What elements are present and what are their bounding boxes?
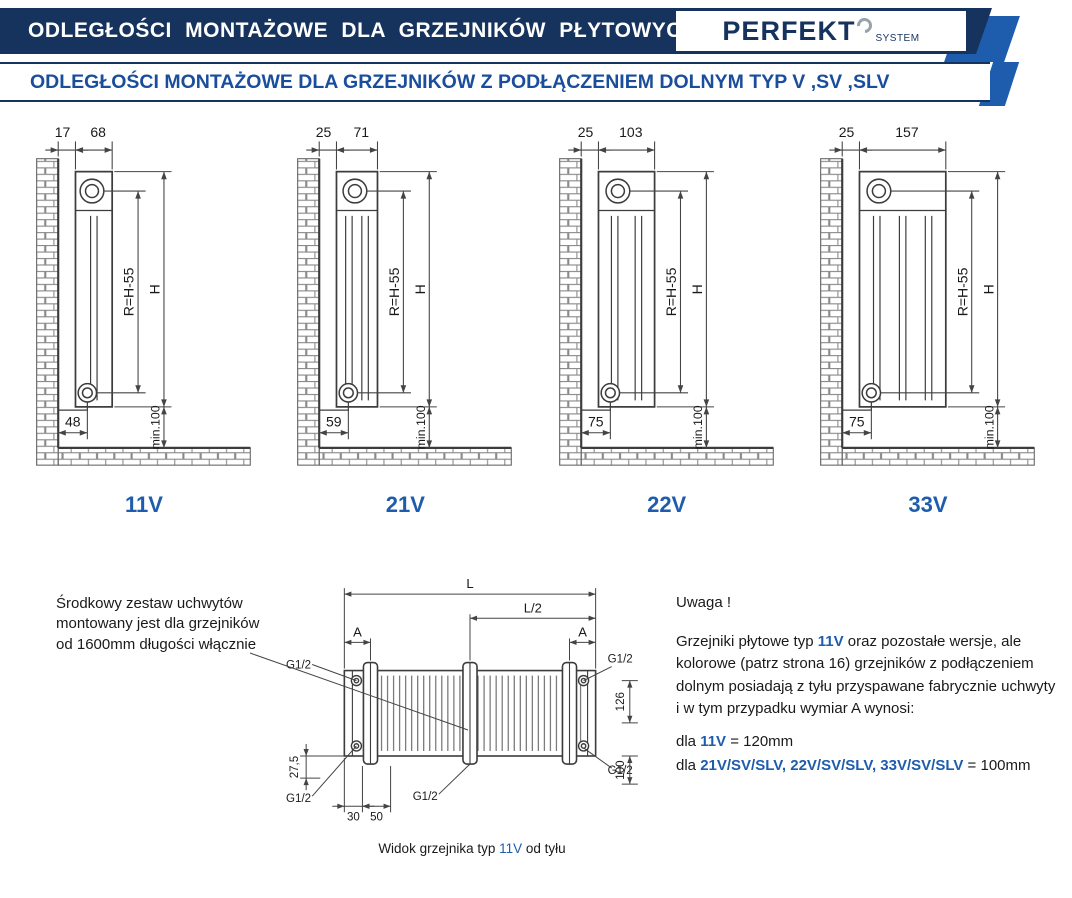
page-title: ODLEGŁOŚCI MONTAŻOWE DLA GRZEJNIKÓW PŁYT… xyxy=(28,19,698,42)
rule-model-11v: 11V xyxy=(700,732,727,750)
dim-min-floor: min.100 xyxy=(691,405,705,449)
dim-wall-gap: 25 xyxy=(839,124,855,140)
dim-connection-spacing: R=H-55 xyxy=(386,267,402,316)
dimension-rule-11v: dla 11V = 120mm xyxy=(676,732,794,750)
radiator-body xyxy=(335,170,379,408)
dim-connection-spacing: R=H-55 xyxy=(663,267,679,316)
caption-model: 11V xyxy=(499,841,523,857)
g12-bottom-center: G1/2 xyxy=(413,791,438,803)
dim-bracket-offset-left: A xyxy=(353,624,362,639)
brand-mark-icon xyxy=(854,14,876,36)
floor-hatch xyxy=(580,447,774,466)
dim-length: L xyxy=(466,576,473,591)
brand-subname: SYSTEM xyxy=(875,33,920,44)
floor-hatch xyxy=(319,447,513,466)
floor-hatch xyxy=(57,447,251,466)
caption-suffix: od tyłu xyxy=(522,841,566,857)
dim-27-5: 27,5 xyxy=(289,756,301,778)
dim-min-floor: min.100 xyxy=(149,405,163,449)
dim-bottom-offset: 75 xyxy=(849,413,865,429)
uwaga-title: Uwaga ! xyxy=(676,594,732,611)
dim-half-length: L/2 xyxy=(524,600,542,615)
dim-height: H xyxy=(980,284,996,294)
brand-logo: PERFEKT SYSTEM xyxy=(676,11,966,51)
brand-name: PERFEKT xyxy=(722,15,856,46)
dim-height: H xyxy=(412,284,428,294)
floor-hatch xyxy=(841,447,1035,466)
diagram-type-label: 22V xyxy=(647,492,687,518)
figure-caption: Widok grzejnika typ 11V od tyłu xyxy=(276,841,668,856)
uwaga-note: Uwaga ! Grzejniki płytowe typ 11V oraz p… xyxy=(676,592,1062,780)
para-text: Grzejniki płytowe typ xyxy=(676,632,818,650)
wall-hatch xyxy=(558,158,582,466)
section-title: ODLEGŁOŚCI MONTAŻOWE DLA GRZEJNIKÓW Z PO… xyxy=(30,70,890,93)
dim-bottom-offset: 48 xyxy=(65,413,81,429)
dimension-rule-other: dla 21V/SV/SLV, 22V/SV/SLV, 33V/SV/SLV =… xyxy=(676,757,1031,774)
dim-bottom-offset: 75 xyxy=(588,413,604,429)
g12-top-right: G1/2 xyxy=(608,654,633,666)
section-header: ODLEGŁOŚCI MONTAŻOWE DLA GRZEJNIKÓW Z PO… xyxy=(0,62,990,102)
para-text-after: oraz pozostałe wersje, ale kolorowe (pat… xyxy=(676,632,1056,718)
dim-connection-spacing: R=H-55 xyxy=(954,267,970,316)
dim-wall-gap: 17 xyxy=(55,124,71,140)
dim-height: H xyxy=(689,284,705,294)
radiator-body xyxy=(597,170,656,408)
dim-30: 30 xyxy=(347,811,360,823)
wall-hatch xyxy=(820,158,843,466)
diagram-type-label: 33V xyxy=(908,492,948,518)
dim-depth: 68 xyxy=(90,124,106,140)
radiator-body xyxy=(74,170,114,408)
bottom-section: Środkowy zestaw uchwytów montowany jest … xyxy=(0,558,1072,893)
dim-height: H xyxy=(147,284,163,294)
g12-bottom-right: G1/2 xyxy=(608,765,633,777)
radiator-body xyxy=(858,170,947,408)
rule-models-other: 21V/SV/SLV, 22V/SV/SLV, 33V/SV/SLV xyxy=(700,757,964,774)
dim-connection-spacing: R=H-55 xyxy=(121,267,137,316)
dim-bracket-offset-right: A xyxy=(578,624,587,639)
wall-hatch xyxy=(297,158,321,466)
diagram-type-label: 21V xyxy=(385,492,425,518)
bracket-note: Środkowy zestaw uchwytów montowany jest … xyxy=(56,595,260,653)
g12-top-left: G1/2 xyxy=(286,660,311,672)
dim-100: 100 xyxy=(615,760,627,779)
g12-bottom-left: G1/2 xyxy=(286,793,311,805)
dim-bottom-offset: 59 xyxy=(326,413,342,429)
wall-hatch xyxy=(36,158,59,466)
para-model: 11V xyxy=(817,632,844,650)
dim-depth: 157 xyxy=(895,124,919,140)
dim-wall-gap: 25 xyxy=(316,124,332,140)
dim-min-floor: min.100 xyxy=(414,405,428,449)
diagram-type-label: 11V xyxy=(125,492,163,518)
dim-wall-gap: 25 xyxy=(577,124,593,140)
dim-min-floor: min.100 xyxy=(982,405,996,449)
caption-prefix: Widok grzejnika typ xyxy=(378,841,500,857)
dim-depth: 103 xyxy=(619,124,643,140)
page-header: ODLEGŁOŚCI MONTAŻOWE DLA GRZEJNIKÓW PŁYT… xyxy=(0,8,992,54)
uwaga-paragraph: Grzejniki płytowe typ 11V oraz pozostałe… xyxy=(676,631,1062,721)
dim-depth: 71 xyxy=(354,124,370,140)
dim-126: 126 xyxy=(615,692,627,711)
dim-50: 50 xyxy=(370,811,383,823)
